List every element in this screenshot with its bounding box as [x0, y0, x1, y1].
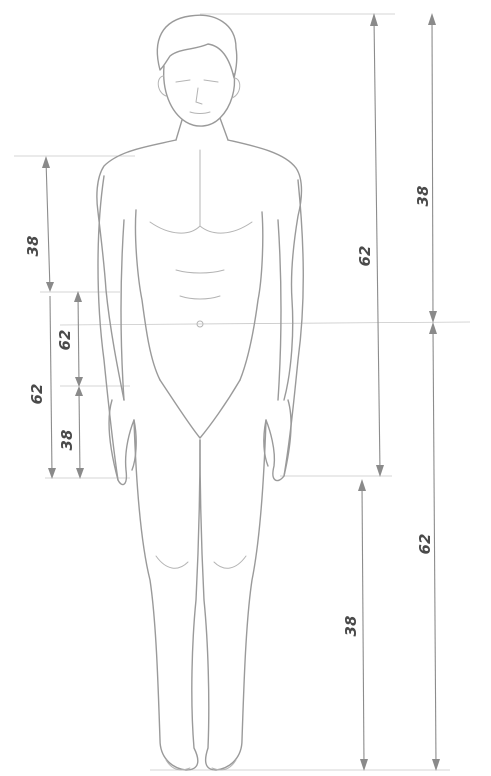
leg-right: [200, 420, 266, 770]
human-figure: [97, 15, 303, 770]
torso-right: [228, 140, 302, 400]
label-left-inner-mid: 62: [56, 330, 74, 351]
dimension-labels: 38 62 62 38 62 38 38 62: [24, 186, 434, 637]
label-right-lower: 62: [416, 534, 434, 555]
arm-left: [98, 176, 118, 480]
label-center-upper: 62: [356, 246, 374, 267]
horizontal-guides: [14, 14, 470, 770]
label-center-lower: 38: [342, 616, 360, 637]
label-right-upper: 38: [414, 186, 432, 207]
hair: [157, 15, 236, 78]
torso-left: [97, 140, 176, 400]
label-left-inner-lower: 38: [58, 430, 76, 451]
dimension-lines: [42, 13, 440, 771]
head: [164, 66, 235, 126]
leg-left: [134, 420, 200, 770]
arm-right: [284, 180, 303, 476]
label-left-outer-lower: 62: [28, 384, 46, 405]
label-left-inner-upper: 38: [24, 236, 42, 257]
